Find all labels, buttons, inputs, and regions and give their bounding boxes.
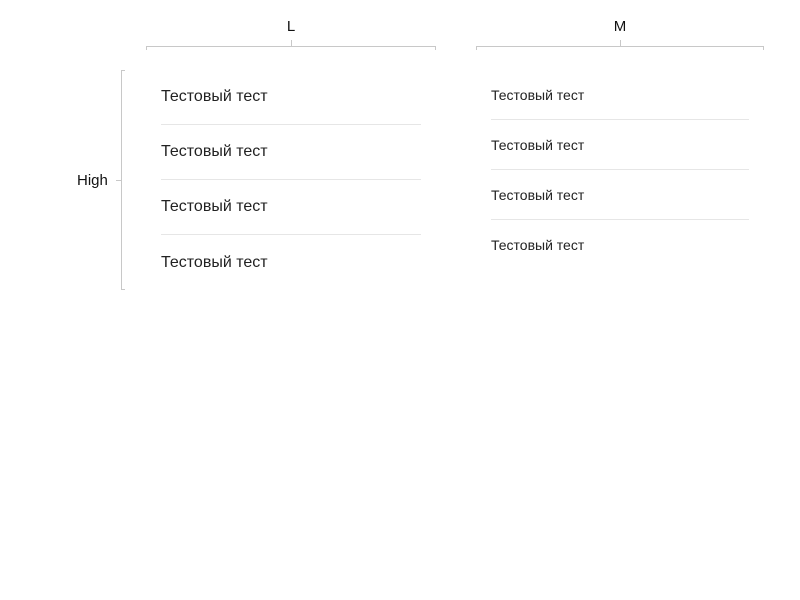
- column-label-l: L: [286, 18, 296, 35]
- list-item[interactable]: Тестовый тест: [161, 253, 268, 271]
- list-item[interactable]: Тестовый тест: [491, 70, 749, 120]
- row-label-high: High: [77, 172, 108, 189]
- list-item[interactable]: Тестовый тест: [161, 70, 421, 125]
- row-high-bracket: [121, 70, 125, 290]
- column-label-m: M: [613, 18, 627, 35]
- list-item[interactable]: Тестовый тест: [491, 170, 749, 220]
- list-item[interactable]: Тестовый тест: [491, 120, 749, 170]
- list-item[interactable]: Тестовый тест: [161, 180, 421, 235]
- list-size-l: Тестовый тест Тестовый тест Тестовый тес…: [161, 70, 421, 290]
- column-m-bracket-tick: [620, 40, 621, 46]
- column-m-bracket: [476, 46, 764, 50]
- column-l-bracket: [146, 46, 436, 50]
- row-high-bracket-tick: [116, 180, 121, 181]
- column-l-bracket-tick: [291, 40, 292, 46]
- list-size-m: Тестовый тест Тестовый тест Тестовый тес…: [491, 70, 749, 270]
- list-item[interactable]: Тестовый тест: [161, 125, 421, 180]
- list-item[interactable]: Тестовый тест: [491, 237, 585, 253]
